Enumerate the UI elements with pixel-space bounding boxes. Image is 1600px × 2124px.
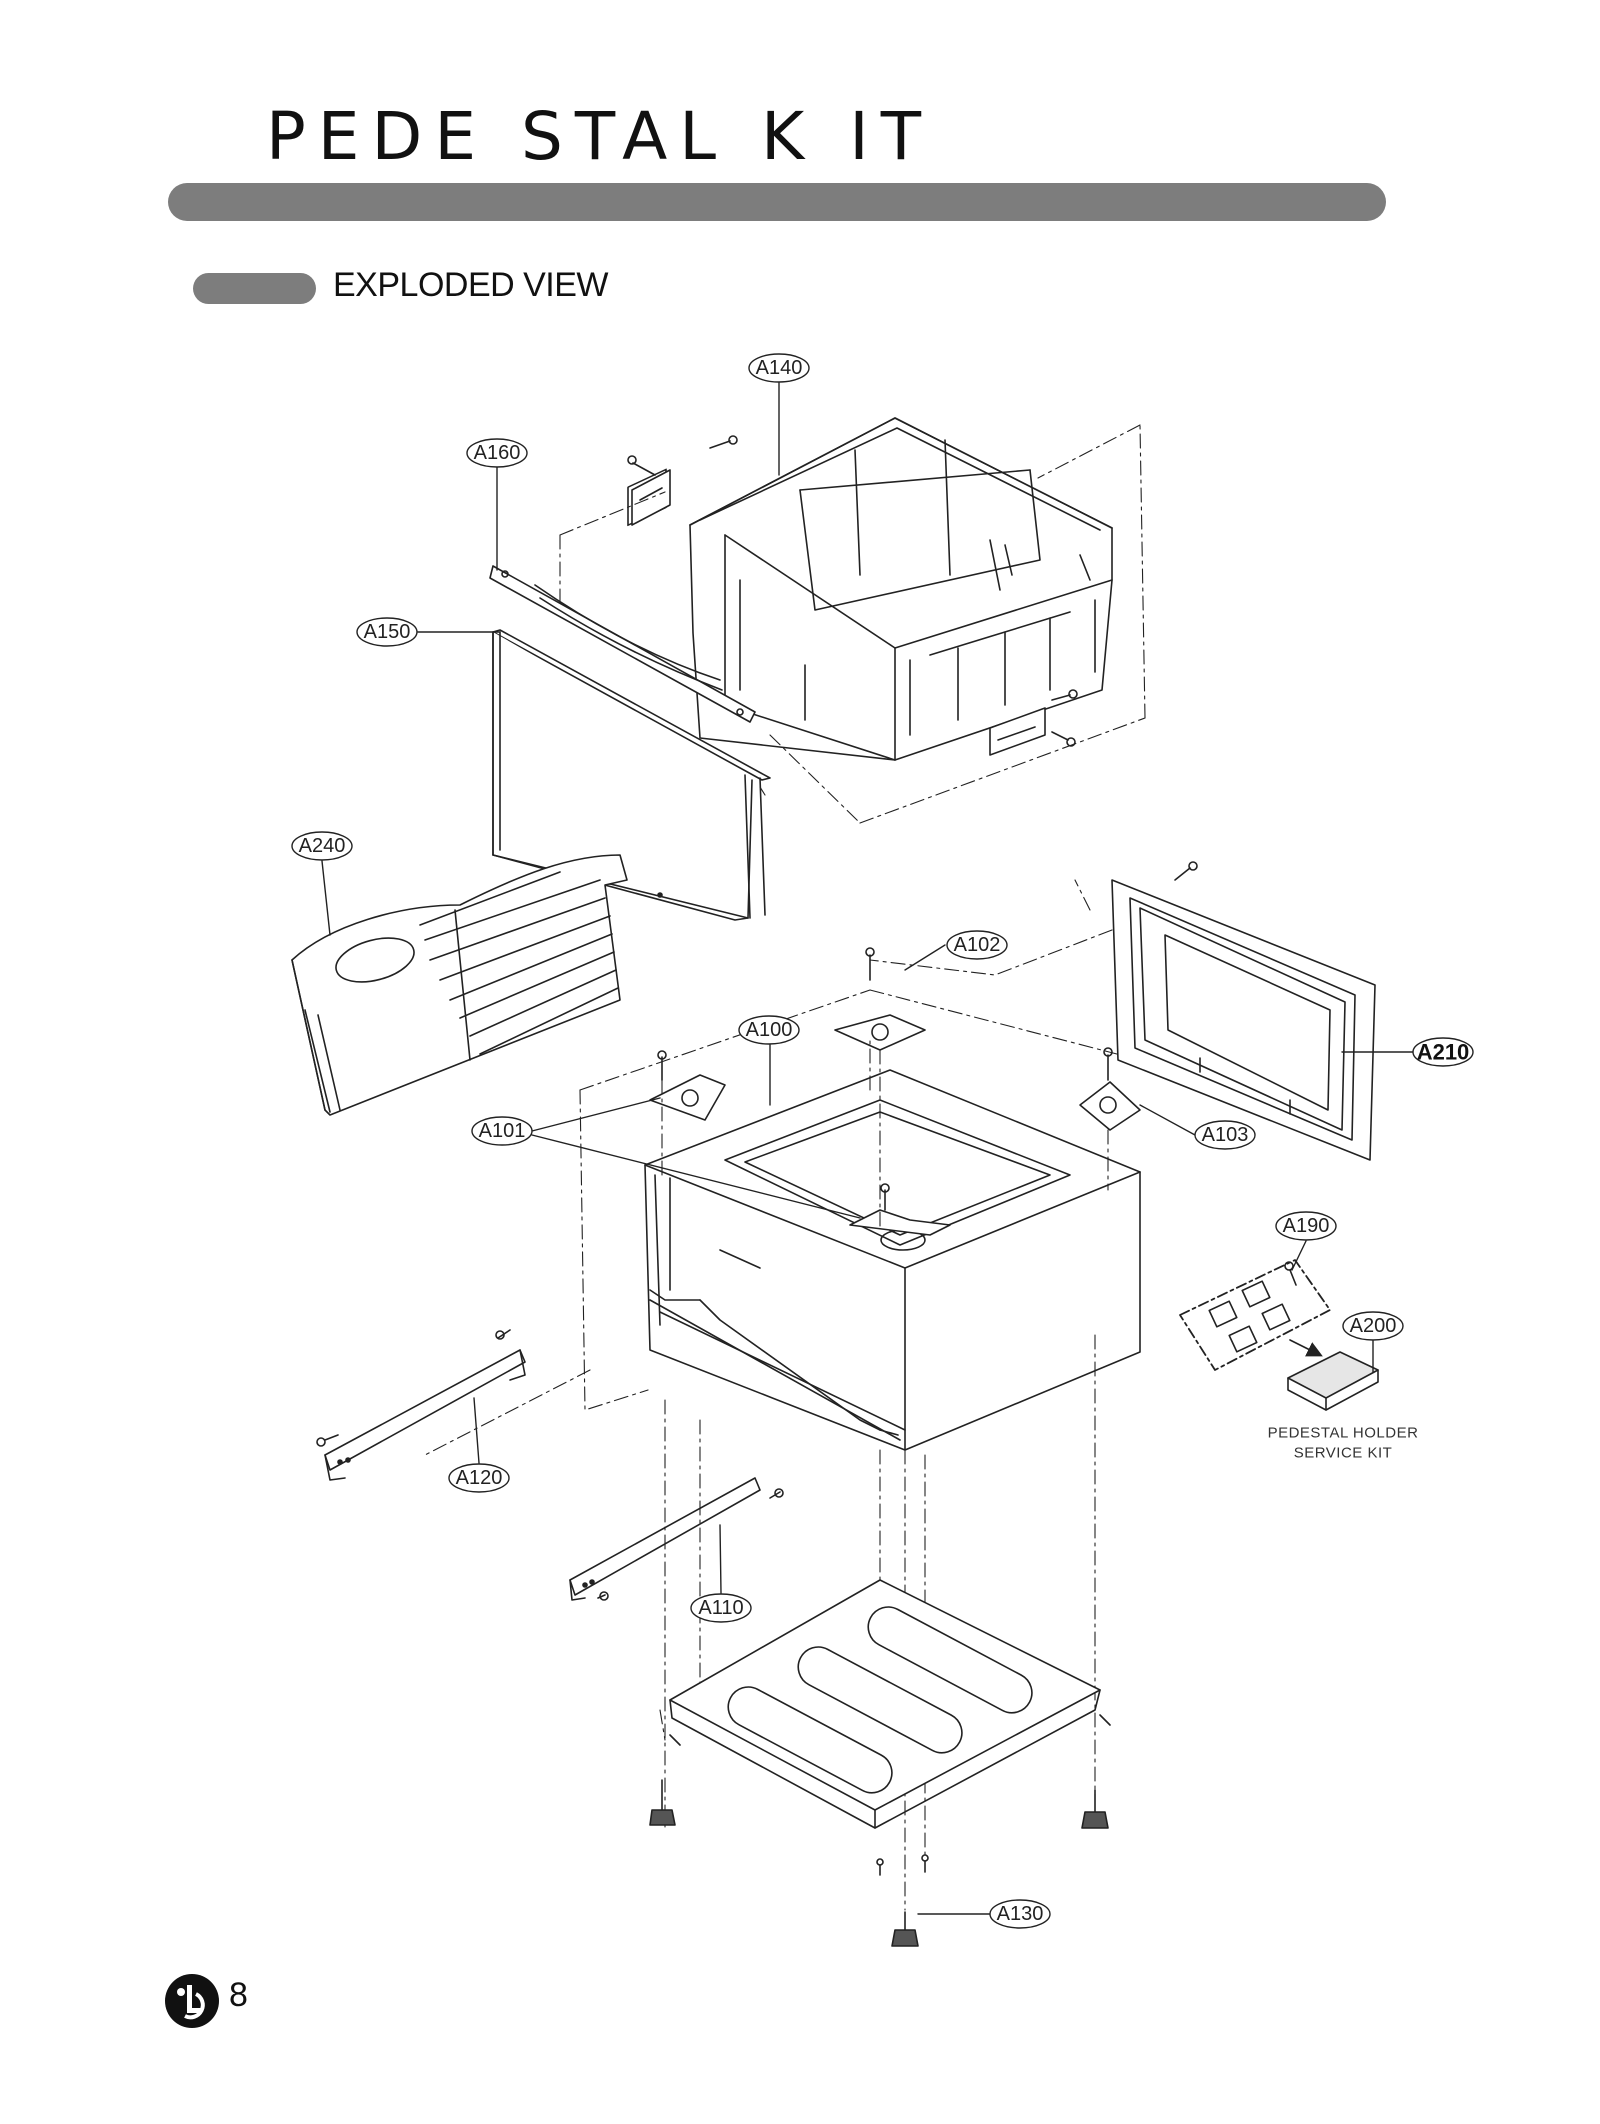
callout-a240 <box>291 831 353 861</box>
callout-a100 <box>738 1015 800 1045</box>
mount-bracket-a101-left <box>649 1050 726 1121</box>
callout-a150 <box>356 617 418 647</box>
kit-arrow <box>1289 1339 1323 1357</box>
pedestal-front-cover <box>291 854 628 1116</box>
section-marker <box>193 273 316 304</box>
mount-bracket-a102 <box>834 947 926 1051</box>
callout-a160 <box>466 438 528 468</box>
side-rail-right <box>569 1477 784 1601</box>
drawer-front-panel <box>492 629 771 921</box>
callout-label-a130: A130 <box>997 1903 1044 1925</box>
lg-logo-icon: LG <box>163 1972 219 2028</box>
callout-a120 <box>448 1463 510 1493</box>
drawer-handle-part <box>489 565 756 723</box>
callout-label-a100: A100 <box>746 1019 793 1041</box>
callout-label-a102: A102 <box>954 934 1001 956</box>
callout-label-a190: A190 <box>1283 1215 1330 1237</box>
title-divider-bar <box>168 183 1386 221</box>
callout-a190 <box>1275 1211 1337 1241</box>
pedestal-cabinet-frame <box>644 1069 1141 1451</box>
drawer-slide-bracket-upper <box>627 435 738 527</box>
holder-kit-note-line1: PEDESTAL HOLDER <box>1268 1425 1419 1442</box>
leveling-foot-right <box>1081 1789 1109 1829</box>
logo-text: LG <box>163 1972 165 1973</box>
callout-label-a101: A101 <box>479 1120 526 1142</box>
callout-a210 <box>1412 1037 1474 1067</box>
callout-label-a140: A140 <box>756 357 803 379</box>
callout-a140 <box>748 353 810 383</box>
callout-label-a160: A160 <box>474 442 521 464</box>
mount-bracket-a101-center <box>849 1183 951 1236</box>
callout-label-a120: A120 <box>456 1467 503 1489</box>
callout-a102 <box>946 930 1008 960</box>
holder-kit-note-line2: SERVICE KIT <box>1294 1445 1393 1462</box>
callout-a103 <box>1194 1120 1256 1150</box>
mount-bracket-a103 <box>1079 1047 1141 1131</box>
side-rail-left <box>316 1329 526 1481</box>
page-title: PEDE STAL K IT <box>266 98 934 175</box>
leveling-foot-front <box>891 1911 919 1947</box>
callout-label-a103: A103 <box>1202 1124 1249 1146</box>
callout-a110 <box>690 1593 752 1623</box>
callout-label-a150: A150 <box>364 621 411 643</box>
side-access-cover <box>1111 861 1376 1161</box>
service-kit-box <box>1287 1351 1379 1411</box>
callout-label-a200: A200 <box>1350 1315 1397 1337</box>
callout-a200 <box>1342 1311 1404 1341</box>
holder-kit-clips <box>1179 1259 1331 1371</box>
callout-a101 <box>471 1116 533 1146</box>
callout-label-a110: A110 <box>698 1597 743 1619</box>
callout-label-a240: A240 <box>299 835 346 857</box>
drawer-bin-part <box>689 417 1113 761</box>
pedestal-base-plate <box>669 1579 1111 1829</box>
callout-a130 <box>989 1899 1051 1929</box>
section-title: EXPLODED VIEW <box>333 266 609 304</box>
page-number: 8 <box>229 1976 248 2014</box>
leveling-foot-left <box>649 1779 676 1826</box>
callout-label-a210: A210 <box>1417 1040 1470 1065</box>
drawer-slide-bracket-lower <box>989 689 1078 756</box>
